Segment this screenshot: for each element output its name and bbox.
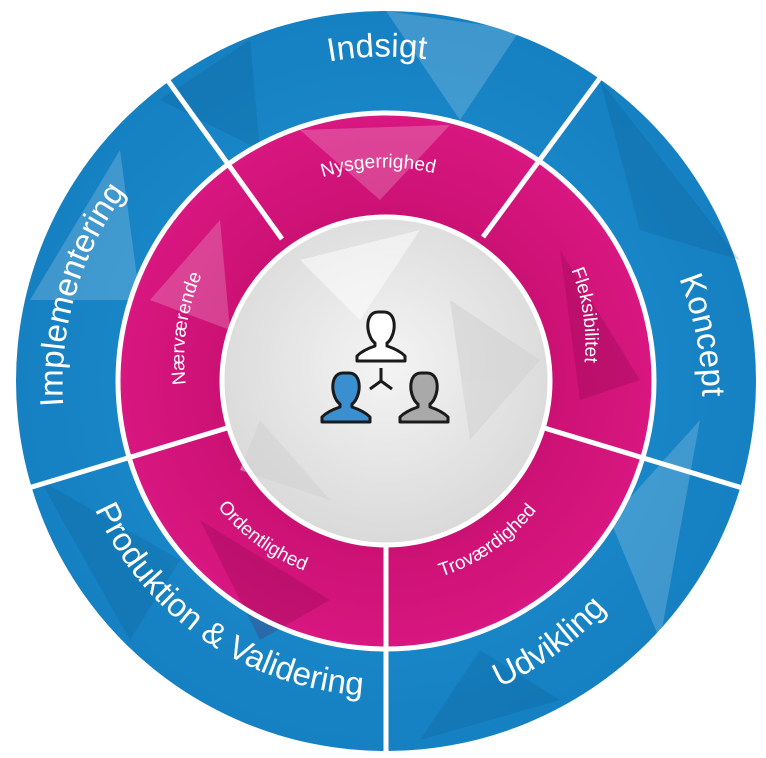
segment-dividers bbox=[21, 76, 750, 752]
outer-label-indsigt: Indsigt bbox=[324, 27, 429, 69]
person-right-icon bbox=[398, 371, 450, 424]
center-facets bbox=[240, 230, 540, 500]
person-top-icon bbox=[355, 310, 407, 363]
inner-facets bbox=[150, 125, 640, 640]
center-disc bbox=[220, 215, 552, 547]
person-left-icon bbox=[320, 371, 372, 424]
outer-facets bbox=[30, 11, 740, 740]
connector-icon bbox=[369, 368, 393, 391]
people-network-icon bbox=[320, 310, 450, 424]
